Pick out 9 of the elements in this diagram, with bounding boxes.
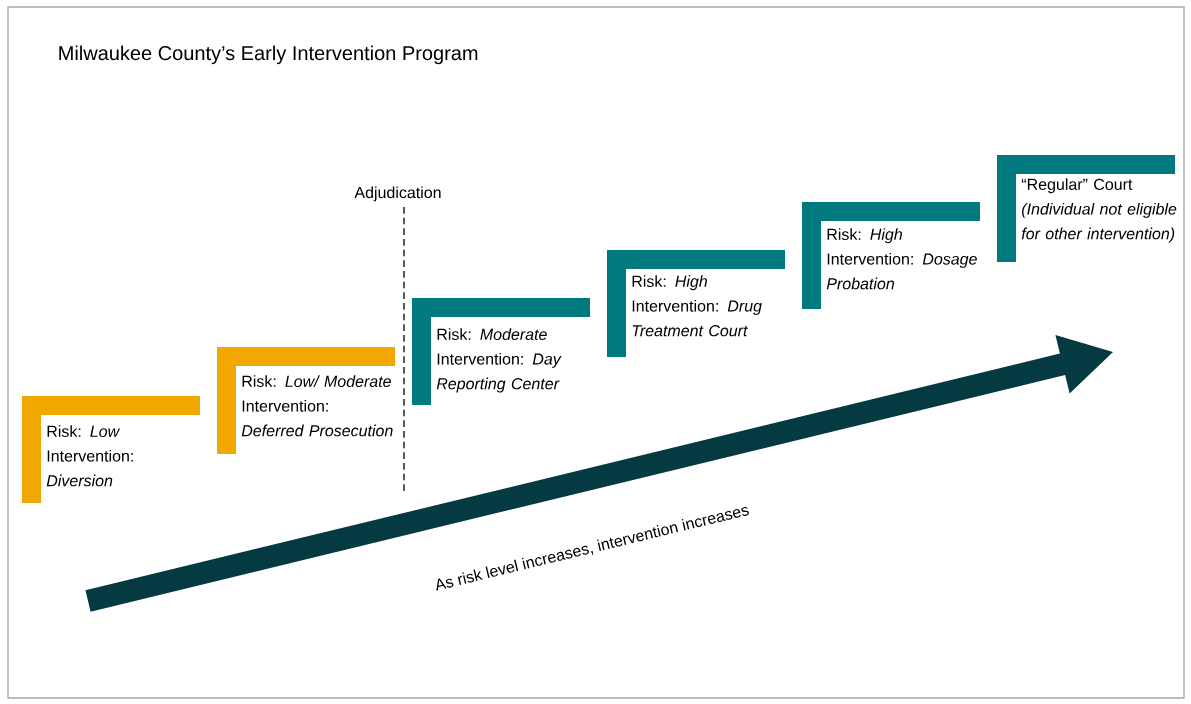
step-bracket: Risk: High Intervention: Dosage Probation — [802, 202, 980, 309]
step-bracket: Risk: Low/ Moderate Intervention: Deferred Prosecution — [217, 347, 395, 454]
stage-label: Adjudication — [354, 186, 441, 202]
title: Milwaukee County’s Early Intervention Program — [59, 45, 478, 65]
step-bracket: Risk: High Intervention: Drug Treatment Court — [607, 250, 785, 357]
step-bracket: Risk: Low Intervention: Diversion — [22, 396, 200, 503]
step-bracket: Risk: Moderate Intervention: Day Reporting Center — [412, 298, 590, 405]
step-bracket: “Regular” Court (Individual not eligible for other intervention) — [997, 155, 1177, 262]
arrow-label: As risk level increases, intervention increases — [436, 507, 749, 591]
